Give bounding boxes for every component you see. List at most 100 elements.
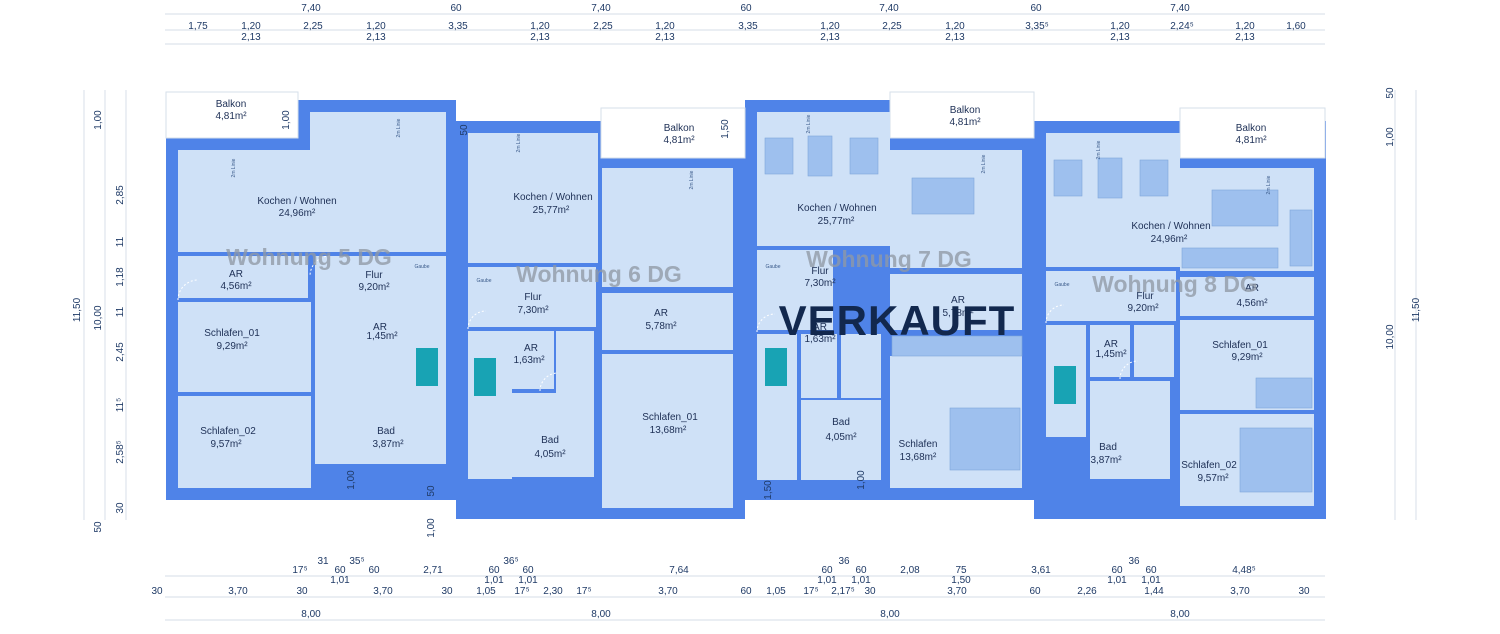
dim-plan: 1,00 [346,470,357,490]
dim-bottom: 75 [955,565,967,576]
room-area: 13,68m² [900,452,937,463]
room-area: 4,56m² [1236,298,1268,309]
room-area: 9,20m² [358,282,390,293]
dim-top: 2,13 [366,32,386,43]
dim-bottom: 1,01 [1107,575,1127,586]
dim-bottom: 17⁵ [292,565,307,576]
dim-top: 2,13 [1110,32,1130,43]
room-name: Schlafen_01 [642,412,698,423]
dim-bottom: 36 [1128,556,1140,567]
room-name: Bad [832,417,850,428]
dim-bottom: 1,05 [476,586,496,597]
dim-left: 11 [115,236,126,247]
room-area: 7,30m² [517,305,549,316]
room-name: Flur [1136,291,1154,302]
room-name: AR [229,269,243,280]
line-label: 2m Linie [981,154,987,173]
dim-bottom: 60 [368,565,380,576]
dim-bottom: 1,44 [1144,586,1164,597]
room-name: Flur [524,292,542,303]
dim-bottom: 30 [1298,586,1310,597]
dim-top: 2,24⁵ [1170,21,1194,32]
dim-top: 1,20 [1110,21,1130,32]
dim-bottom: 30 [151,586,163,597]
dim-top: 1,20 [530,21,550,32]
dim-bottom: 7,64 [669,565,689,576]
dim-top: 2,13 [655,32,675,43]
room-area: 24,96m² [279,208,316,219]
room-area: 3,87m² [1090,455,1122,466]
dim-bottom: 3,70 [658,586,678,597]
dim-right: 1,00 [1385,127,1396,147]
dim-bottom: 30 [441,586,453,597]
gaube-label: Gaube [1054,282,1069,288]
room-name: AR [654,308,668,319]
dim-left: 1,00 [93,110,104,130]
dim-bottom: 1,50 [951,575,971,586]
sold-label: VERKAUFT [779,297,1016,344]
dim-top: 60 [740,3,752,14]
dim-bottom: 3,70 [228,586,248,597]
room-area: 4,81m² [215,111,247,122]
dim-left-mid: 10,00 [93,305,104,330]
dim-top: 2,13 [945,32,965,43]
room-name: AR [951,295,965,306]
room-area: 5,78m² [645,321,677,332]
room-name: Kochen / Wohnen [513,192,592,203]
dim-top: 7,40 [1170,3,1190,14]
dim-top: 2,13 [530,32,550,43]
dim-top: 1,75 [188,21,208,32]
dim-left: 11 [115,306,126,317]
dim-bottom: 1,01 [851,575,871,586]
room-name: Bad [541,435,559,446]
dim-top: 2,25 [303,21,323,32]
dim-bottom: 1,01 [330,575,350,586]
dim-bottom: 17⁵ [803,586,818,597]
room-name: AR [1104,339,1118,350]
line-label: 2m Linie [689,170,695,189]
room-area: 24,96m² [1151,234,1188,245]
line-label: 2m Linie [1266,175,1272,194]
dim-bottom: 2,17⁵ [831,586,855,597]
line-label: 2m Linie [396,118,402,137]
room-name: Kochen / Wohnen [1131,221,1210,232]
gaube-label: Gaube [765,264,780,270]
unit-name: Wohnung 7 DG [806,246,972,272]
dim-top: 3,35⁵ [1025,21,1049,32]
dim-plan: 50 [426,485,437,497]
room-name: AR [813,322,827,333]
dim-bottom: 60 [1029,586,1041,597]
room-area: 1,63m² [513,355,545,366]
unit-name: Wohnung 6 DG [516,261,682,287]
room-area: 9,57m² [210,439,242,450]
dim-bottom: 1,01 [1141,575,1161,586]
dim-left: 1,18 [115,267,126,287]
dim-bottom: 1,01 [817,575,837,586]
dim-top: 2,25 [593,21,613,32]
room-area: 9,57m² [1197,473,1229,484]
dim-bottom: 1,01 [518,575,538,586]
room-area: 13,68m² [650,425,687,436]
room-area: 1,45m² [1095,349,1127,360]
side-dimensions: 11,50 10,00 1,00 2,85 11 1,18 11 2,45 11… [72,87,1422,533]
dim-left: 30 [115,502,126,514]
dim-left: 50 [93,521,104,533]
dim-top: 2,13 [1235,32,1255,43]
room-name: Schlafen_02 [200,426,256,437]
unit-name: Wohnung 5 DG [226,244,392,270]
room-name: Bad [377,426,395,437]
dim-bottom: 17⁵ [514,586,529,597]
dim-left: 11⁵ [115,398,126,413]
gaube-label: Gaube [476,278,491,284]
dim-bottom: 35⁵ [349,556,364,567]
room-name: Flur [365,270,383,281]
room-name: AR [373,322,387,333]
room-name: Schlafen_02 [1181,460,1237,471]
dim-top: 7,40 [879,3,899,14]
dim-plan: 1,00 [856,470,867,490]
room-area: 1,63m² [804,334,836,345]
top-dimensions: 7,40 60 7,40 60 7,40 60 7,40 1,75 1,20 2… [165,3,1325,45]
dim-bottom: 2,26 [1077,586,1097,597]
building [165,91,1326,519]
room-name: Balkon [950,105,981,116]
